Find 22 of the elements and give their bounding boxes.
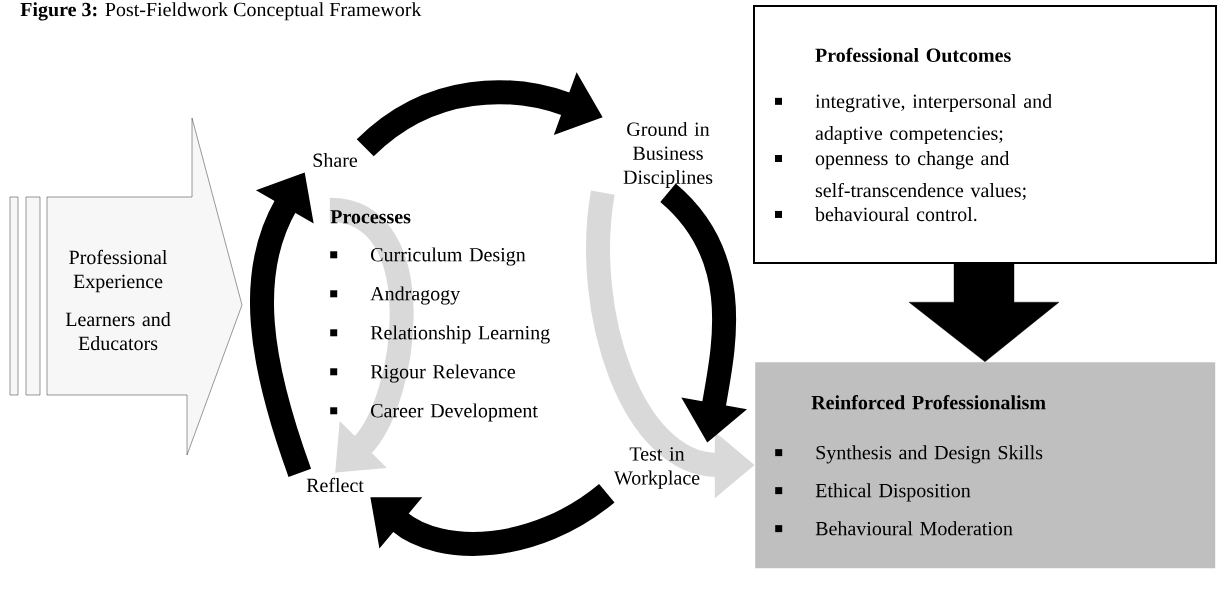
stage-label: Reflect (306, 477, 364, 493)
figure-title: Figure 3: Post-Fieldwork Conceptual Framework (20, 2, 422, 21)
list-item: Ethical Disposition (815, 483, 971, 502)
block-arrow (908, 262, 1060, 362)
list-item: integrative, interpersonal and adaptive competencies; (815, 93, 1052, 145)
list-item: Curriculum Design (371, 247, 526, 266)
list-item: Relationship Learning (370, 325, 550, 344)
professionalism-box (755, 362, 1216, 569)
list-item: Behavioural Moderation (815, 521, 1013, 536)
list-item: openness to change and self-transcendence values; (815, 151, 1026, 201)
list-item: behavioural control. (815, 207, 977, 222)
box-heading: Professional Outcomes (815, 47, 1011, 63)
list-item: Career Development (371, 403, 538, 422)
list-item: Rigour Relevance (370, 364, 516, 383)
list-item: Synthesis and Design Skills (816, 445, 1043, 464)
stage-label: Ground in Business Disciplines (623, 121, 713, 189)
list-heading: Processes (330, 210, 411, 224)
box-heading: Reinforced Professionalism (811, 395, 1046, 410)
outcomes-box (753, 5, 1217, 264)
stage-label: Share (313, 152, 358, 168)
list-item: Andragogy (370, 286, 461, 305)
stage-label: Test in Workplace (613, 447, 700, 489)
